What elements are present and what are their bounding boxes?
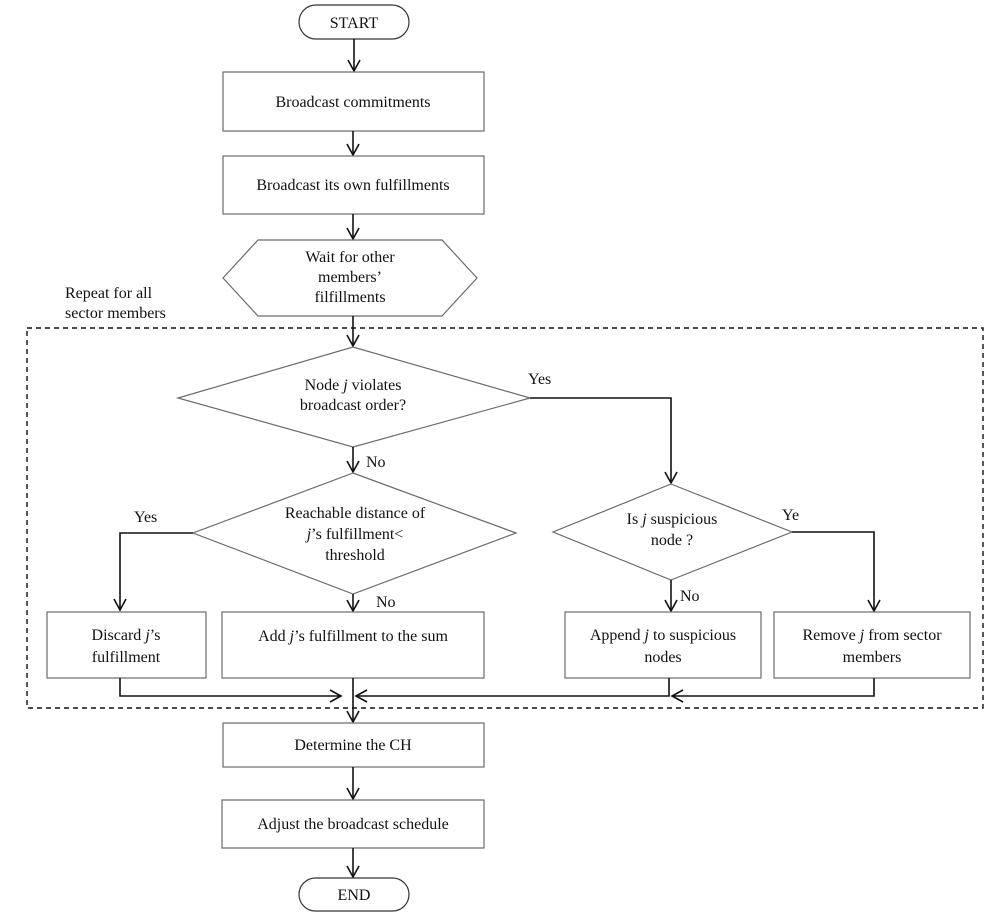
append-line1: Append j to suspicious — [590, 627, 736, 644]
edge-reach-yes: Yes — [134, 509, 157, 526]
append-line2: nodes — [644, 649, 681, 666]
edge-order-no: No — [366, 454, 386, 471]
loop-label-line2: sector members — [65, 305, 166, 322]
add-sum-box — [221, 611, 485, 679]
loop-region — [26, 327, 984, 709]
discard-line2: fulfillment — [92, 649, 161, 666]
decision-suspicious-line2: node ? — [651, 532, 693, 549]
wait-line3: filfillments — [314, 289, 385, 306]
decision-order-line2: broadcast order? — [300, 397, 406, 414]
merge-remove — [670, 678, 875, 703]
edge-reach-no: No — [376, 594, 396, 611]
broadcast-commitments-label: Broadcast commitments — [275, 94, 430, 111]
decision-reach-line3: threshold — [325, 547, 385, 564]
add-sum-label: Add j’s fulfillment to the sum — [258, 628, 448, 645]
append-suspicious-box — [564, 611, 762, 679]
decision-order-line1: Node j violates — [305, 377, 402, 394]
edge-susp-yes: Ye — [782, 507, 799, 524]
decision-suspicious-line1: Is j suspicious — [627, 511, 718, 528]
end-label: END — [338, 887, 371, 904]
wait-hexagon — [222, 239, 478, 317]
remove-line1: Remove j from sector — [802, 627, 942, 644]
determine-ch-label: Determine the CH — [294, 737, 412, 754]
edge-order-yes: Yes — [528, 371, 551, 388]
discard-box — [46, 611, 207, 679]
arrow-susp-yes — [792, 531, 881, 613]
arrow-order-yes — [530, 397, 678, 485]
wait-line2: members’ — [318, 269, 382, 286]
broadcast-fulfillments-label: Broadcast its own fulfillments — [256, 177, 449, 194]
decision-reach-line2: j’s fulfillment< — [305, 526, 404, 543]
remove-member-box — [773, 611, 971, 679]
broadcast-fulfillments-box — [222, 155, 485, 215]
edge-susp-no: No — [680, 588, 700, 605]
loop-label-line1: Repeat for all — [65, 285, 153, 302]
discard-line1: Discard j’s — [92, 627, 161, 644]
adjust-schedule-label: Adjust the broadcast schedule — [257, 816, 449, 833]
start-label: START — [330, 15, 379, 32]
remove-line2: members — [843, 649, 902, 666]
merge-append — [354, 678, 670, 703]
end-terminal — [298, 877, 410, 912]
broadcast-commitments-box — [222, 71, 485, 132]
arrow-reach-yes — [113, 532, 193, 612]
wait-line1: Wait for other — [305, 249, 395, 266]
merge-discard — [119, 678, 343, 703]
decision-reach-line1: Reachable distance of — [285, 505, 426, 522]
